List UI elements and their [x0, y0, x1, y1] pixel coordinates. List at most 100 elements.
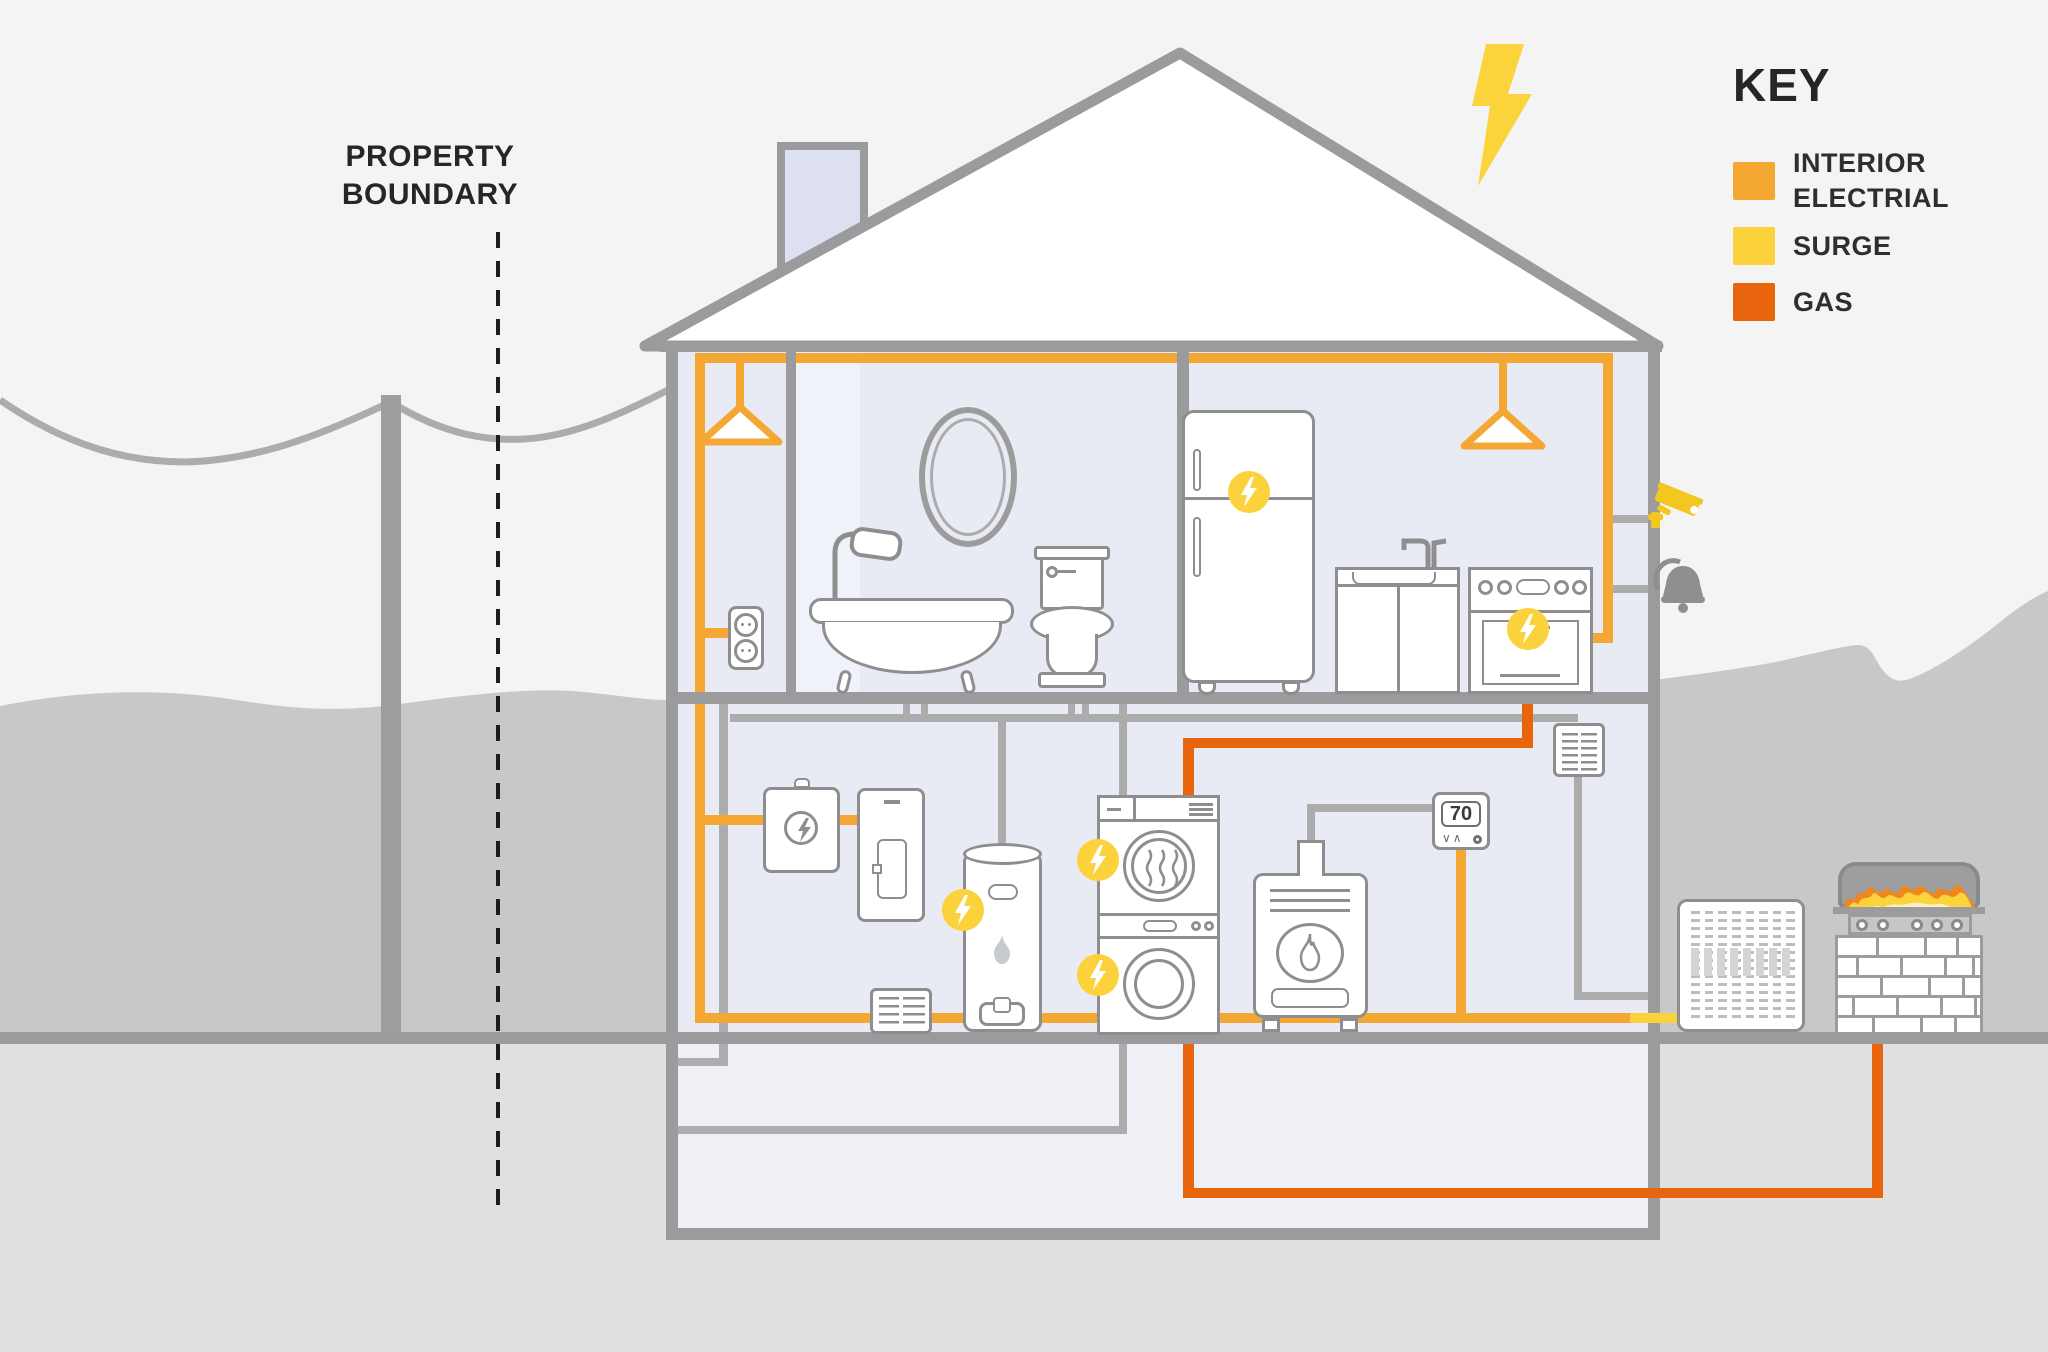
furnace: [1253, 873, 1368, 1018]
thermostat-buttons: ∨∧: [1442, 831, 1464, 845]
washer-knob: [1191, 921, 1201, 931]
grill-shelf: [1833, 907, 1985, 914]
grill-knob: [1911, 919, 1923, 931]
socket: [734, 613, 758, 637]
fridge-handle: [1193, 449, 1201, 491]
pendant-stem-bathroom: [736, 358, 744, 410]
stove-knob: [1572, 580, 1587, 595]
pendant-light-bathroom: [697, 403, 783, 446]
gas-line-dryer-drop: [1183, 738, 1194, 798]
wire-outlet-branch: [705, 628, 730, 638]
main-drain-stack: [719, 704, 728, 1066]
legend-swatch-surge: [1733, 227, 1775, 265]
toilet-tank: [1040, 556, 1104, 610]
water-heater-top: [963, 843, 1042, 865]
stove-display: [1516, 579, 1550, 595]
ground-line: [0, 1032, 2048, 1044]
panel-latch: [872, 864, 882, 874]
stove-knob: [1554, 580, 1569, 595]
legend-item-gas: GAS: [1733, 282, 1963, 322]
legend-item-interior-electrical: INTERIOR ELECTRIAL: [1733, 143, 1963, 219]
legend-swatch-interior-electrical: [1733, 162, 1775, 200]
grill-knob: [1951, 919, 1963, 931]
gas-line-underground: [1183, 1188, 1883, 1198]
camera-wire-stub: [1613, 515, 1655, 523]
legend-item-surge: SURGE: [1733, 226, 1963, 266]
meter-top-nub: [794, 778, 810, 788]
grill: [1833, 860, 1985, 1035]
breaker-panel: [857, 788, 925, 922]
property-boundary-line1: PROPERTY: [345, 140, 515, 173]
legend-label-gas: GAS: [1793, 286, 1854, 317]
furnace-drawer: [1271, 988, 1349, 1008]
eave-bar: [660, 341, 1662, 352]
surge-badge-fridge: [1228, 471, 1270, 513]
property-boundary-label: PROPERTY BOUNDARY: [295, 138, 565, 214]
foundation-bottom: [666, 1228, 1660, 1240]
grill-knob: [1856, 919, 1868, 931]
gas-line-basement-drop: [1183, 1032, 1194, 1198]
flame-icon: [1299, 933, 1321, 972]
vent-duct-to-ac: [1574, 992, 1654, 1000]
toilet-flush-button: [1046, 566, 1058, 578]
fridge-handle: [1193, 517, 1201, 577]
water-heater-supply-pipe: [998, 722, 1006, 848]
floor-vent: [870, 988, 932, 1034]
grill-brick-base: [1835, 935, 1983, 1035]
washer-dryer-stack: [1097, 795, 1220, 1035]
shower-pipe: [832, 527, 903, 603]
dryer-vent-pipe: [1119, 704, 1127, 799]
surge-badge-dryer: [1077, 839, 1119, 881]
furnace-vent: [1297, 840, 1325, 876]
furnace-foot: [1340, 1018, 1358, 1032]
legend-label-surge: SURGE: [1793, 230, 1892, 261]
tub-drain-stub: [921, 704, 928, 718]
doorbell-icon: [1653, 558, 1705, 613]
flame-icon: [994, 934, 1010, 964]
fridge-foot: [1282, 681, 1300, 695]
wire-left-riser: [695, 353, 705, 1023]
surge-badge-washer: [1077, 954, 1119, 996]
bathroom-wall: [786, 352, 796, 692]
vent-duct-vertical: [1574, 777, 1582, 997]
toilet-tank-lid: [1034, 546, 1110, 560]
fridge-foot: [1198, 681, 1216, 695]
sink-basin: [1352, 572, 1436, 585]
toilet-foot: [1038, 672, 1106, 688]
thermostat-value: 70: [1449, 802, 1473, 825]
thermostat-display: 70: [1441, 801, 1481, 827]
left-wall: [666, 345, 678, 1240]
wall-vent: [1553, 723, 1605, 777]
water-heater-vent: [988, 884, 1018, 900]
surge-wire-ac-crossing: [1644, 1013, 1682, 1023]
legend-swatch-gas: [1733, 283, 1775, 321]
mirror: [919, 407, 1017, 547]
furnace-thermostat-link: [1307, 804, 1435, 812]
property-boundary-line: [496, 232, 500, 1218]
furnace-flue-vertical: [1307, 806, 1315, 846]
grill-knob: [1931, 919, 1943, 931]
cabinet-door-split: [1397, 587, 1400, 691]
socket: [734, 639, 758, 663]
furnace-foot: [1262, 1018, 1280, 1032]
foundation-room: [678, 1044, 1648, 1228]
grill-knob: [1877, 919, 1889, 931]
dryer-heat-squiggles: [1145, 849, 1179, 887]
water-heater-valve-knob: [993, 997, 1011, 1013]
toilet-drain-stub: [1068, 704, 1075, 718]
wire-right-riser: [1603, 353, 1613, 643]
mid-floor: [678, 692, 1648, 704]
foundation-drain-horizontal: [678, 1126, 1127, 1134]
sink-cabinet: [1335, 567, 1460, 694]
tub-drain-stub: [903, 704, 910, 718]
thermostat-dial: [1473, 835, 1482, 844]
grill-control-bar: [1848, 914, 1972, 935]
legend-title: KEY: [1733, 59, 1831, 111]
toilet-drain-stub: [1082, 704, 1089, 718]
wire-thermostat-drop: [1456, 850, 1466, 1016]
security-camera-icon: [1648, 482, 1704, 528]
property-boundary-line2: BOUNDARY: [341, 178, 519, 211]
pendant-stem-kitchen: [1499, 358, 1507, 415]
wall-outlet: [728, 606, 764, 670]
